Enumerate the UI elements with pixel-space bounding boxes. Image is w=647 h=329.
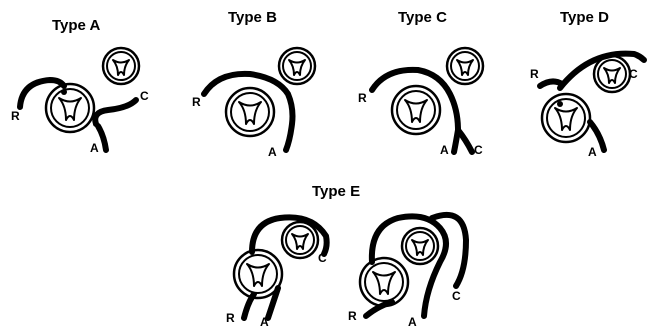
label-c: C [318, 251, 327, 265]
circumflex-vessel [458, 130, 472, 152]
label-c: C [452, 289, 461, 303]
circumflex-vessel [95, 100, 136, 124]
pulmonary-valve [447, 48, 483, 84]
type-b-title: Type B [228, 9, 277, 26]
aortic-valve [392, 86, 440, 134]
label-a: A [588, 145, 597, 159]
label-a: A [260, 315, 269, 329]
coronary-ostium-dot [61, 89, 67, 95]
aortic-valve [542, 94, 590, 142]
pulmonary-valve [103, 48, 139, 84]
type-d-panel: Type D R C A [530, 9, 644, 159]
label-a: A [90, 141, 99, 155]
type-e-variant-2: C R A [348, 215, 466, 329]
pulmonary-valve [594, 56, 630, 92]
type-d-title: Type D [560, 9, 609, 26]
type-b-panel: Type B R A [192, 9, 315, 159]
right-coronary-vessel [366, 302, 392, 316]
aortic-valve [234, 250, 282, 298]
pulmonary-valve [279, 48, 315, 84]
label-r: R [530, 67, 539, 81]
anterior-vessel [98, 126, 106, 150]
aortic-valve [46, 84, 94, 132]
type-a-title: Type A [52, 17, 101, 34]
aortic-valve [360, 258, 408, 306]
pulmonary-valve [402, 228, 438, 264]
label-c: C [474, 143, 483, 157]
label-r: R [358, 91, 367, 105]
label-r: R [226, 311, 235, 325]
aortic-valve [226, 88, 274, 136]
label-r: R [11, 109, 20, 123]
label-c: C [140, 89, 149, 103]
pulmonary-valve [282, 222, 318, 258]
type-e-title: Type E [312, 183, 360, 200]
label-r: R [192, 95, 201, 109]
label-c: C [629, 67, 638, 81]
type-a-panel: Type A R C A [11, 17, 149, 155]
type-e-variant-1: C R A [226, 217, 327, 329]
type-c-panel: Type C R A C [358, 9, 483, 157]
label-r: R [348, 309, 357, 323]
type-c-title: Type C [398, 9, 447, 26]
label-a: A [408, 315, 417, 329]
label-a: A [268, 145, 277, 159]
label-a: A [440, 143, 449, 157]
right-coronary-vessel [540, 81, 562, 86]
coronary-ostium-dot [557, 101, 563, 107]
